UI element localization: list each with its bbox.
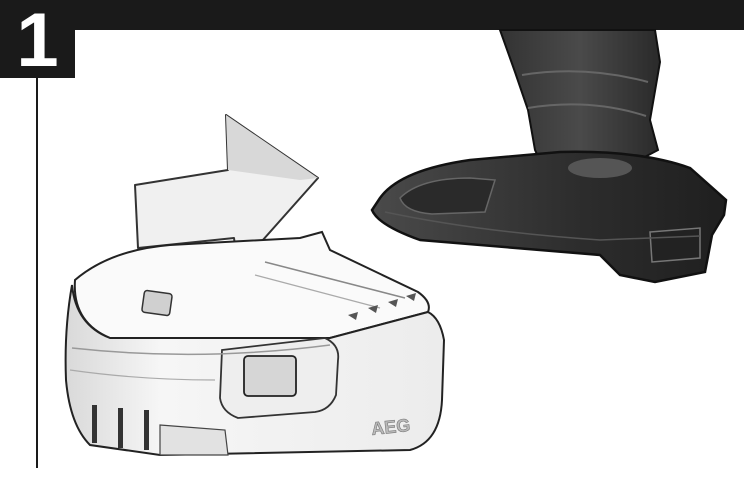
drill-foot (372, 152, 726, 282)
battery-brand-logo: AEG (370, 415, 411, 439)
drill-base (372, 30, 726, 282)
foot-highlight (568, 158, 632, 178)
battery-foot (160, 425, 228, 455)
foot-vent (650, 228, 700, 262)
battery-contact (142, 290, 173, 316)
battery-release-button[interactable] (244, 356, 296, 396)
battery-pack: AEG (66, 232, 444, 455)
arrow-shade (226, 115, 318, 180)
battery-top (75, 232, 429, 338)
